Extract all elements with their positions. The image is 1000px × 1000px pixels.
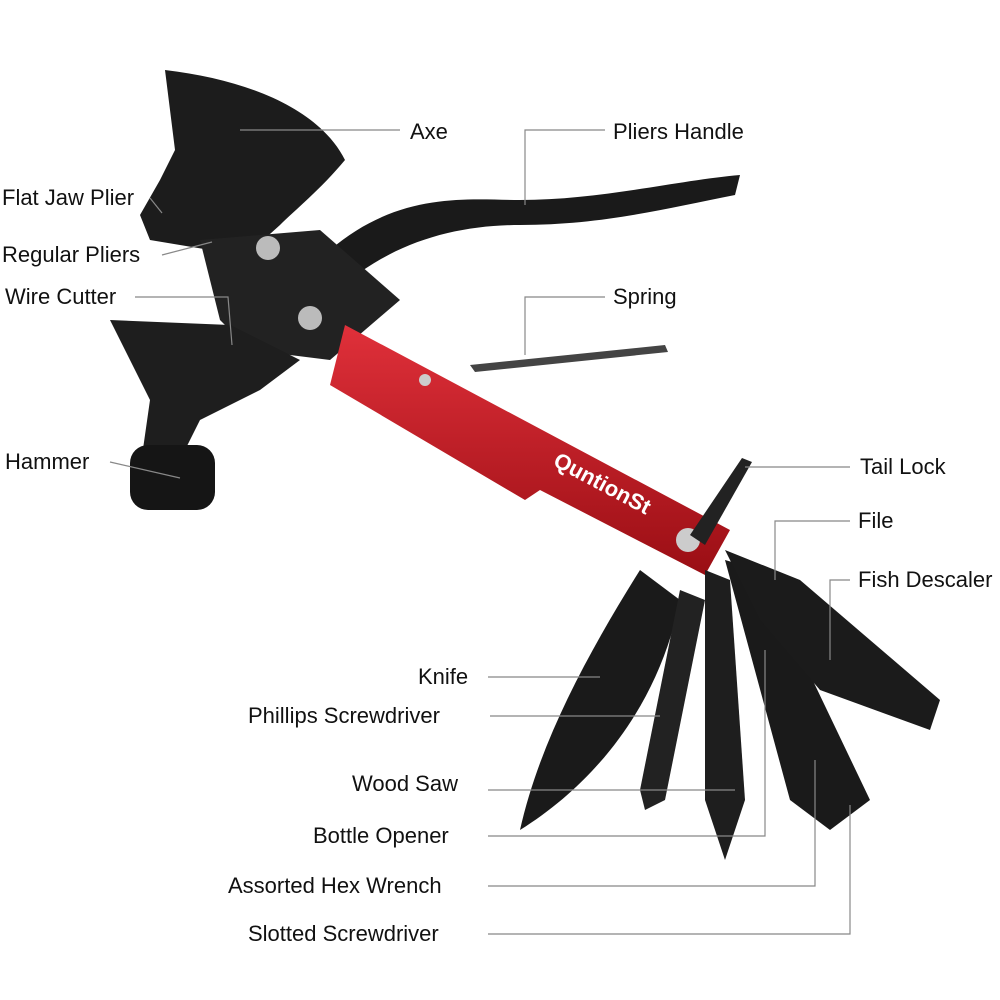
label-bottle-opener: Bottle Opener (313, 823, 449, 848)
label-slotted-screwdriver: Slotted Screwdriver (248, 921, 439, 946)
label-hammer: Hammer (5, 449, 90, 474)
label-tail-lock: Tail Lock (860, 454, 946, 479)
leader-lines (109, 129, 851, 935)
hammer-head-shape (130, 445, 215, 510)
knife-shape (520, 570, 680, 830)
tail-lock-shape (690, 458, 752, 545)
label-fish-descaler: Fish Descaler (858, 567, 993, 592)
label-knife: Knife (418, 664, 469, 689)
label-flat-jaw-plier: Flat Jaw Plier (2, 185, 135, 210)
axe-shape (140, 70, 345, 270)
label-assorted-hex-wrench: Assorted Hex Wrench (228, 873, 442, 898)
spring-shape (470, 345, 668, 372)
opener-shape (725, 560, 870, 830)
label-file: File (858, 508, 894, 533)
label-pliers-handle: Pliers Handle (613, 119, 744, 144)
saw-shape (705, 570, 745, 860)
label-wood-saw: Wood Saw (352, 771, 458, 796)
label-axe: Axe (410, 119, 448, 144)
red-handle-shape (330, 325, 730, 575)
label-spring: Spring (613, 284, 677, 309)
label-phillips-screwdriver: Phillips Screwdriver (248, 703, 440, 728)
phillips-shape (640, 590, 705, 810)
label-wire-cutter: Wire Cutter (5, 284, 117, 309)
pliers-handle-shape (330, 175, 740, 280)
label-regular-pliers: Regular Pliers (2, 242, 141, 267)
hammer-shape (110, 320, 300, 470)
plier-jaws-shape (200, 230, 400, 360)
file-shape (725, 550, 940, 730)
